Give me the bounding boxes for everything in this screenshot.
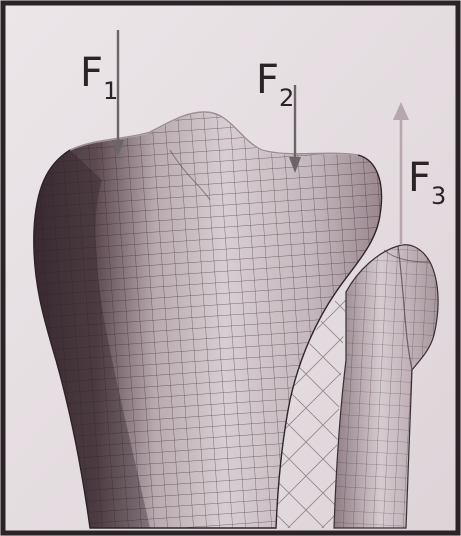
svg-text:F: F: [256, 57, 279, 103]
svg-text:2: 2: [279, 84, 294, 112]
svg-text:1: 1: [103, 77, 118, 105]
svg-text:F: F: [408, 155, 431, 201]
svg-text:3: 3: [431, 182, 446, 210]
svg-text:F: F: [80, 50, 103, 96]
